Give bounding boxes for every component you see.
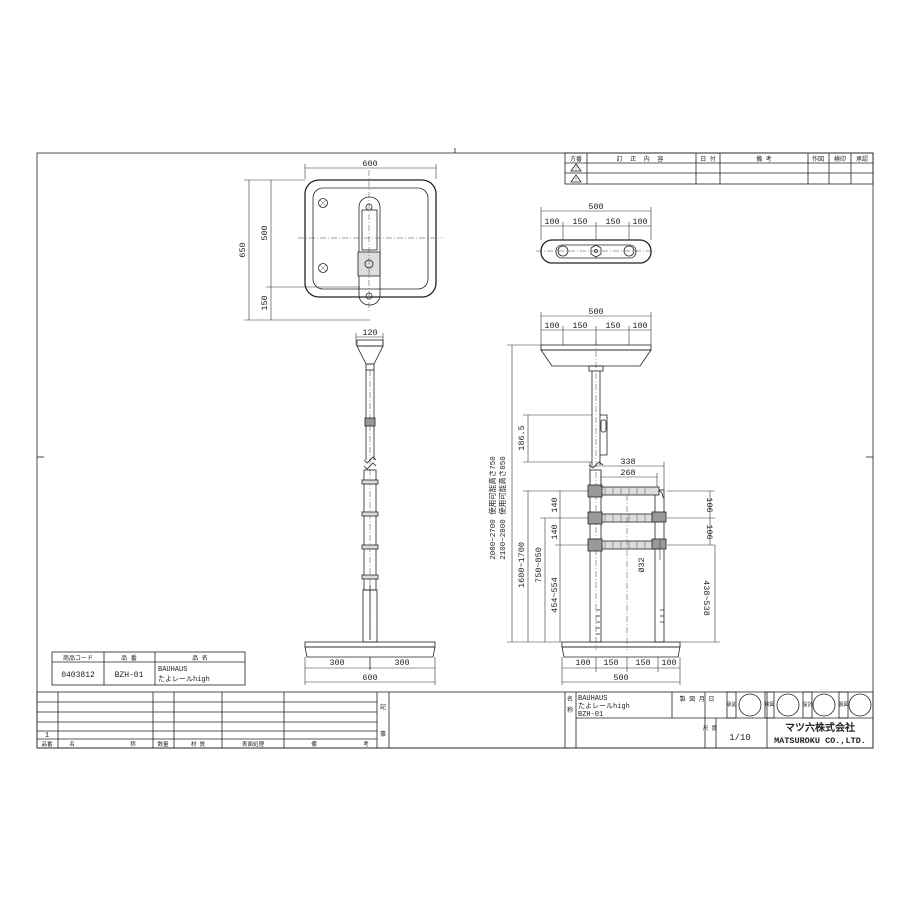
dim-segment: 100: [632, 321, 647, 331]
design-stamp: [812, 693, 836, 717]
dim-top-inner: 500: [260, 225, 270, 240]
dim-segment: 100: [575, 658, 590, 668]
product-part-number: BZH-01: [115, 671, 144, 680]
product-name-line1: BAUHAUS: [158, 666, 187, 674]
dim-base-width: 600: [362, 673, 377, 683]
label-ki: 記: [380, 703, 386, 711]
dim-range-3: 454~554: [550, 577, 560, 613]
title-name-line2: たよレールhigh: [578, 702, 630, 711]
revision-triangle-icon: [570, 174, 582, 183]
dim-top-width: 600: [362, 159, 377, 169]
approval-stamp: [738, 693, 762, 717]
dim-diameter: Ø32: [637, 557, 647, 572]
dim-post-width: 120: [362, 328, 377, 338]
stamp-label-design: 設計: [802, 701, 812, 708]
product-name-line2: たよレールhigh: [158, 675, 210, 684]
side-elevation-view: 500 100 150 150 100: [487, 307, 720, 685]
dim-rail-gap-lower: 106: [704, 524, 714, 539]
dim-segment: 150: [603, 658, 618, 668]
revision-table: 方番 訂 正 内 容 日 付 備 考 作図 検印 承認 ! !: [564, 152, 874, 185]
parts-header-finish: 表面処理: [242, 740, 265, 748]
dim-segment: 150: [605, 217, 620, 227]
rev-header-date: 日 付: [700, 155, 716, 163]
rev-header-no: 方番: [570, 155, 582, 163]
scale-label: 尺 度: [703, 724, 718, 732]
parts-header-no: 品番: [41, 741, 53, 748]
parts-header-remarks-b: 考: [363, 741, 369, 748]
side-plan-view: 500 100 150 150 100: [536, 202, 656, 264]
dim-range-right: 438~538: [701, 580, 711, 616]
front-elevation-view: 120 300 300 600: [304, 328, 436, 685]
dim-top-depth: 650: [238, 242, 248, 257]
dim-range-1: 1600~1700: [517, 542, 527, 588]
dim-head-width-top: 500: [588, 202, 603, 212]
dim-segment: 100: [544, 321, 559, 331]
drawing-frame: [36, 152, 874, 749]
dim-segment: 150: [572, 321, 587, 331]
label-mei: 名: [567, 695, 573, 703]
product-header-name: 品 名: [192, 654, 208, 662]
label-ji: 事: [380, 730, 386, 738]
company-name-jp: マツ六株式会社: [785, 721, 855, 735]
svg-text:!: !: [574, 177, 577, 183]
dim-base-width-side: 500: [613, 673, 628, 683]
rev-header-content: 訂 正 内 容: [617, 155, 666, 163]
dim-base-right: 300: [394, 658, 409, 668]
dim-rail-inner: 268: [620, 468, 635, 478]
dim-bracket: 186.5: [517, 425, 527, 451]
dim-segment: 150: [605, 321, 620, 331]
dim-grip-lower: 140: [550, 524, 560, 539]
stamp-label-draft: 製図: [838, 701, 848, 708]
dim-segment: 150: [572, 217, 587, 227]
rev-header-drafted: 作図: [812, 155, 824, 163]
title-block: 1 品番 名 称 数量 材 質 表面処理 備 考 記 事 名 称 BAUHAUS…: [36, 691, 874, 749]
dim-base-left: 300: [329, 658, 344, 668]
parts-header-material: 材 質: [191, 740, 206, 748]
revision-triangle-icon: [570, 163, 582, 172]
made-date-label: 製 図 月 日: [680, 695, 715, 703]
product-code: 0403812: [61, 671, 95, 680]
title-part-number: BZH-01: [578, 711, 603, 719]
rev-header-remarks: 備 考: [756, 155, 772, 163]
dim-segment: 100: [661, 658, 676, 668]
svg-text:!: !: [574, 166, 577, 172]
dim-rail-gap-upper: 106: [704, 497, 714, 512]
company-name-en: MATSUROKU CO.,LTD.: [774, 736, 866, 746]
parts-header-qty: 数量: [157, 740, 169, 748]
dim-top-offset: 150: [260, 295, 270, 310]
dim-segment: 150: [635, 658, 650, 668]
dim-segment: 100: [632, 217, 647, 227]
dim-segment: 100: [544, 217, 559, 227]
dim-head-width-side: 500: [588, 307, 603, 317]
scale-value: 1/10: [729, 733, 751, 743]
rev-header-approved: 承認: [856, 155, 868, 163]
stamp-label-approve: 承認: [726, 701, 736, 708]
dim-height-range-a: 2000~2700 使用可能高さ750: [487, 456, 498, 560]
parts-header-name-b: 称: [130, 740, 136, 748]
parts-header-name-a: 名: [69, 740, 75, 748]
parts-row-number: 1: [45, 732, 49, 740]
top-plan-view: 600 650 500 150: [238, 159, 442, 321]
rev-header-checked: 検印: [834, 155, 846, 163]
product-header-code: 商品コード: [63, 654, 93, 662]
dim-range-2: 750~850: [534, 547, 544, 583]
dim-grip-upper: 140: [550, 497, 560, 512]
title-name-line1: BAUHAUS: [578, 695, 607, 703]
parts-header-remarks-a: 備: [311, 740, 317, 748]
product-header-part: 品 番: [121, 655, 137, 662]
check-stamp: [776, 693, 800, 717]
product-info-box: 商品コード 品 番 品 名 0403812 BZH-01 BAUHAUS たよレ…: [51, 651, 246, 686]
dim-height-range-b: 2100~2800 使用可能高さ850: [497, 456, 508, 560]
draft-stamp: [848, 693, 872, 717]
dim-rail-outer: 338: [620, 457, 635, 467]
stamp-label-check: 検図: [764, 701, 774, 708]
label-shou: 称: [567, 706, 573, 714]
